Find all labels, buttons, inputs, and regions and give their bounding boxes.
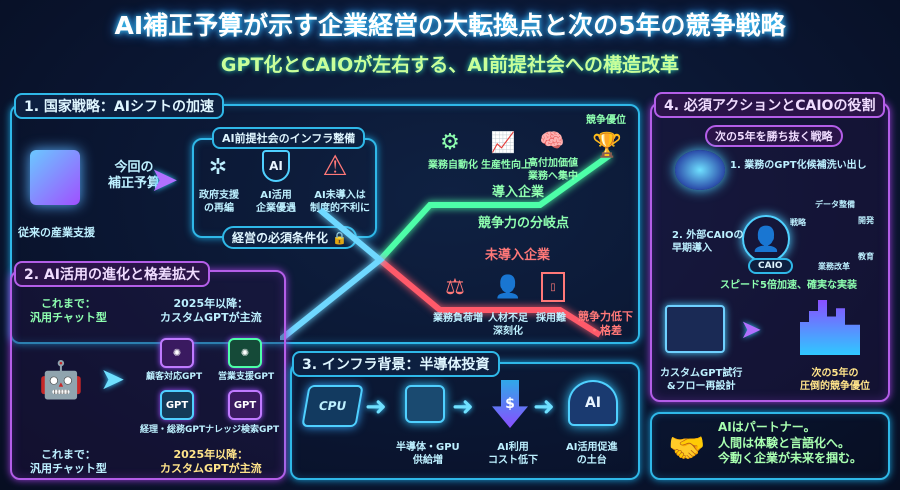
main-title: AI補正予算が示す企業経営の大転換点と次の5年の競争戦略 bbox=[114, 11, 786, 40]
gpt-chip-icon: GPT bbox=[228, 390, 262, 420]
benefit-label: 業務自動化 bbox=[428, 160, 478, 171]
adopters-label: 導入企業 bbox=[492, 185, 545, 200]
after-top-label: 2025年以降： カスタムGPTが主流 bbox=[160, 297, 262, 324]
benefit-label: 高付加価値 業務へ集中 bbox=[528, 158, 578, 182]
cpu-chip-icon: CPU bbox=[301, 385, 364, 427]
section-1-title: 1. 国家戦略：AIシフトの加速 bbox=[14, 93, 224, 119]
dollar-sign: $ bbox=[505, 396, 515, 412]
closing-message: AIはパートナー。 人間は体験と言語化へ。 今動く企業が未来を掴む。 bbox=[718, 420, 863, 466]
after-bottom-label: 2025年以降： カスタムGPTが主流 bbox=[160, 448, 262, 475]
adopter-path bbox=[377, 152, 612, 263]
role-label: 開発 bbox=[858, 216, 874, 225]
strategy-label: 次の5年を勝ち抜く戦略 bbox=[705, 125, 843, 147]
handshake-icon: 🤝 bbox=[668, 430, 706, 466]
door-icon: ▯ bbox=[541, 272, 565, 302]
cpu-label: CPU bbox=[317, 399, 348, 413]
role-label: データ整備 bbox=[815, 200, 855, 209]
gpt-label: 経理・総務GPT bbox=[140, 425, 206, 435]
section-2-panel bbox=[10, 270, 286, 480]
ai-platform-icon: AI bbox=[568, 380, 618, 426]
section-3-title: 3. インフラ背景：半導体投資 bbox=[292, 351, 500, 377]
subtitle: GPT化とCAIOが左右する、AI前提社会への構造改革 bbox=[220, 54, 680, 76]
benefit-label: 生産性向上 bbox=[481, 160, 531, 171]
chip-label: GPT bbox=[165, 399, 189, 411]
infra-item: AI未導入は 制度的不利に bbox=[310, 190, 370, 214]
openai-chip-icon: ✺ bbox=[160, 338, 194, 368]
non-adopter-path bbox=[378, 257, 602, 338]
hologram-icon bbox=[675, 150, 725, 190]
custom-gpt-screen-icon bbox=[665, 305, 725, 353]
weight-icon: ⚖ bbox=[445, 274, 465, 300]
infra-step-label: 半導体・GPU 供給増 bbox=[396, 442, 460, 466]
incoming-path bbox=[280, 207, 385, 340]
trophy-icon: 🏆 bbox=[592, 131, 622, 159]
step-1-label: 1. 業務のGPT化候補洗い出し bbox=[730, 160, 867, 171]
shield-text: AI bbox=[269, 159, 283, 173]
custom-gpt-label: カスタムGPT試行 &フロー再設計 bbox=[660, 368, 743, 392]
step-2-label: 2. 外部CAIOの 早期導入 bbox=[672, 230, 744, 254]
gpt-label: ナレッジ検索GPT bbox=[205, 425, 280, 435]
section-1-panel bbox=[10, 104, 640, 344]
gpt-chip-icon: GPT bbox=[160, 390, 194, 420]
network-icon: ✲ bbox=[208, 154, 228, 180]
section-4-title: 4. 必須アクションとCAIOの役割 bbox=[654, 92, 886, 118]
growth-chart-icon: 📈 bbox=[490, 130, 516, 154]
evolution-arrow-icon: ➤ bbox=[100, 362, 126, 397]
before-top-label: これまで： 汎用チャット型 bbox=[30, 297, 107, 324]
chip-label: GPT bbox=[233, 399, 257, 411]
decline-label: 競争力低下 ・格差 bbox=[578, 310, 633, 337]
speed-label: スピード5倍加速、確実な実装 bbox=[720, 280, 857, 291]
openai-chip-icon: ✺ bbox=[228, 338, 262, 368]
gpu-chip-icon bbox=[405, 385, 445, 423]
gpt-label: 営業支援GPT bbox=[218, 372, 275, 382]
issue-label: 採用難 bbox=[536, 313, 566, 324]
role-label: 教育 bbox=[858, 252, 874, 261]
ai-label: AI bbox=[584, 395, 602, 411]
caio-badge: CAIO bbox=[748, 258, 793, 274]
budget-arrow-icon: ➤ bbox=[150, 160, 179, 200]
advantage-label: 次の5年の 圧倒的競争優位 bbox=[800, 368, 870, 392]
infra-step-label: AI活用促進 の土台 bbox=[566, 442, 618, 466]
flow-arrow-icon: ➜ bbox=[533, 392, 555, 422]
gears-icon: ⚙ bbox=[440, 129, 460, 155]
issue-label: 人材不足 深刻化 bbox=[488, 313, 528, 337]
server-cube-icon bbox=[30, 150, 80, 205]
infra-item: AI活用 企業優遇 bbox=[256, 190, 296, 214]
section-2-title: 2. AI活用の進化と格差拡大 bbox=[14, 261, 210, 287]
closing-panel bbox=[650, 412, 890, 480]
legacy-support-label: 従来の産業支援 bbox=[18, 226, 95, 239]
infra-item: 政府支援 の再編 bbox=[199, 190, 239, 214]
issue-label: 業務負荷増 bbox=[433, 313, 483, 324]
robot-icon: 🤖 bbox=[38, 360, 84, 401]
caio-person-icon: 👤 bbox=[742, 215, 790, 263]
role-label: 業務改革 bbox=[818, 262, 850, 271]
lock-icon: 🔒 bbox=[332, 231, 348, 245]
advantage-arrow-icon: ➤ bbox=[740, 315, 762, 345]
ai-shield-icon: AI bbox=[262, 150, 290, 182]
person-icon: 👤 bbox=[494, 274, 522, 300]
role-label: 戦略 bbox=[790, 218, 806, 227]
non-adopters-label: 未導入企業 bbox=[485, 248, 551, 263]
flow-arrow-icon: ➜ bbox=[365, 392, 387, 422]
flow-arrow-icon: ➜ bbox=[452, 392, 474, 422]
warning-icon: ⚠ bbox=[322, 148, 348, 182]
gpt-label: 顧客対応GPT bbox=[146, 372, 203, 382]
goal-label: 競争優位 bbox=[586, 115, 626, 126]
mandatory-condition-badge: 経営の必須条件化 🔒 bbox=[222, 226, 358, 249]
budget-label: 今回の 補正予算 bbox=[108, 160, 161, 192]
divergence-paths bbox=[280, 152, 612, 340]
branch-point-label: 競争力の分岐点 bbox=[478, 216, 570, 231]
infra-title: AI前提社会のインフラ整備 bbox=[212, 127, 366, 149]
brain-icon: 🧠 bbox=[539, 128, 565, 152]
before-bottom-label: これまで： 汎用チャット型 bbox=[30, 448, 107, 475]
mandatory-condition-label: 経営の必須条件化 bbox=[232, 231, 329, 245]
infra-step-label: AI利用 コスト低下 bbox=[488, 442, 538, 466]
